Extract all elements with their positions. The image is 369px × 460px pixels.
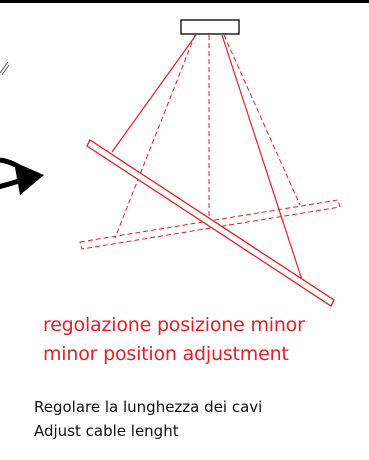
cable-left-solid xyxy=(111,34,197,153)
hatch-mark xyxy=(1,64,10,76)
cable-right-solid xyxy=(221,34,304,284)
arrow-icon xyxy=(0,157,44,195)
lamp-diagram xyxy=(0,19,341,307)
lamp-body-dashed xyxy=(79,199,341,250)
lamp-body-solid xyxy=(86,139,335,307)
top-border xyxy=(0,0,369,3)
instruction-en: Adjust cable lenght xyxy=(34,422,179,440)
hatch-mark xyxy=(0,61,9,74)
cable-left-dashed xyxy=(114,34,196,239)
instruction-it: Regolare la lunghezza dei cavi xyxy=(34,398,263,416)
adjustment-label-en: minor position adjustment xyxy=(43,343,289,365)
cable-right-dashed xyxy=(223,34,301,206)
adjustment-label-it: regolazione posizione minor xyxy=(43,314,305,336)
ceiling-canopy xyxy=(180,19,240,35)
